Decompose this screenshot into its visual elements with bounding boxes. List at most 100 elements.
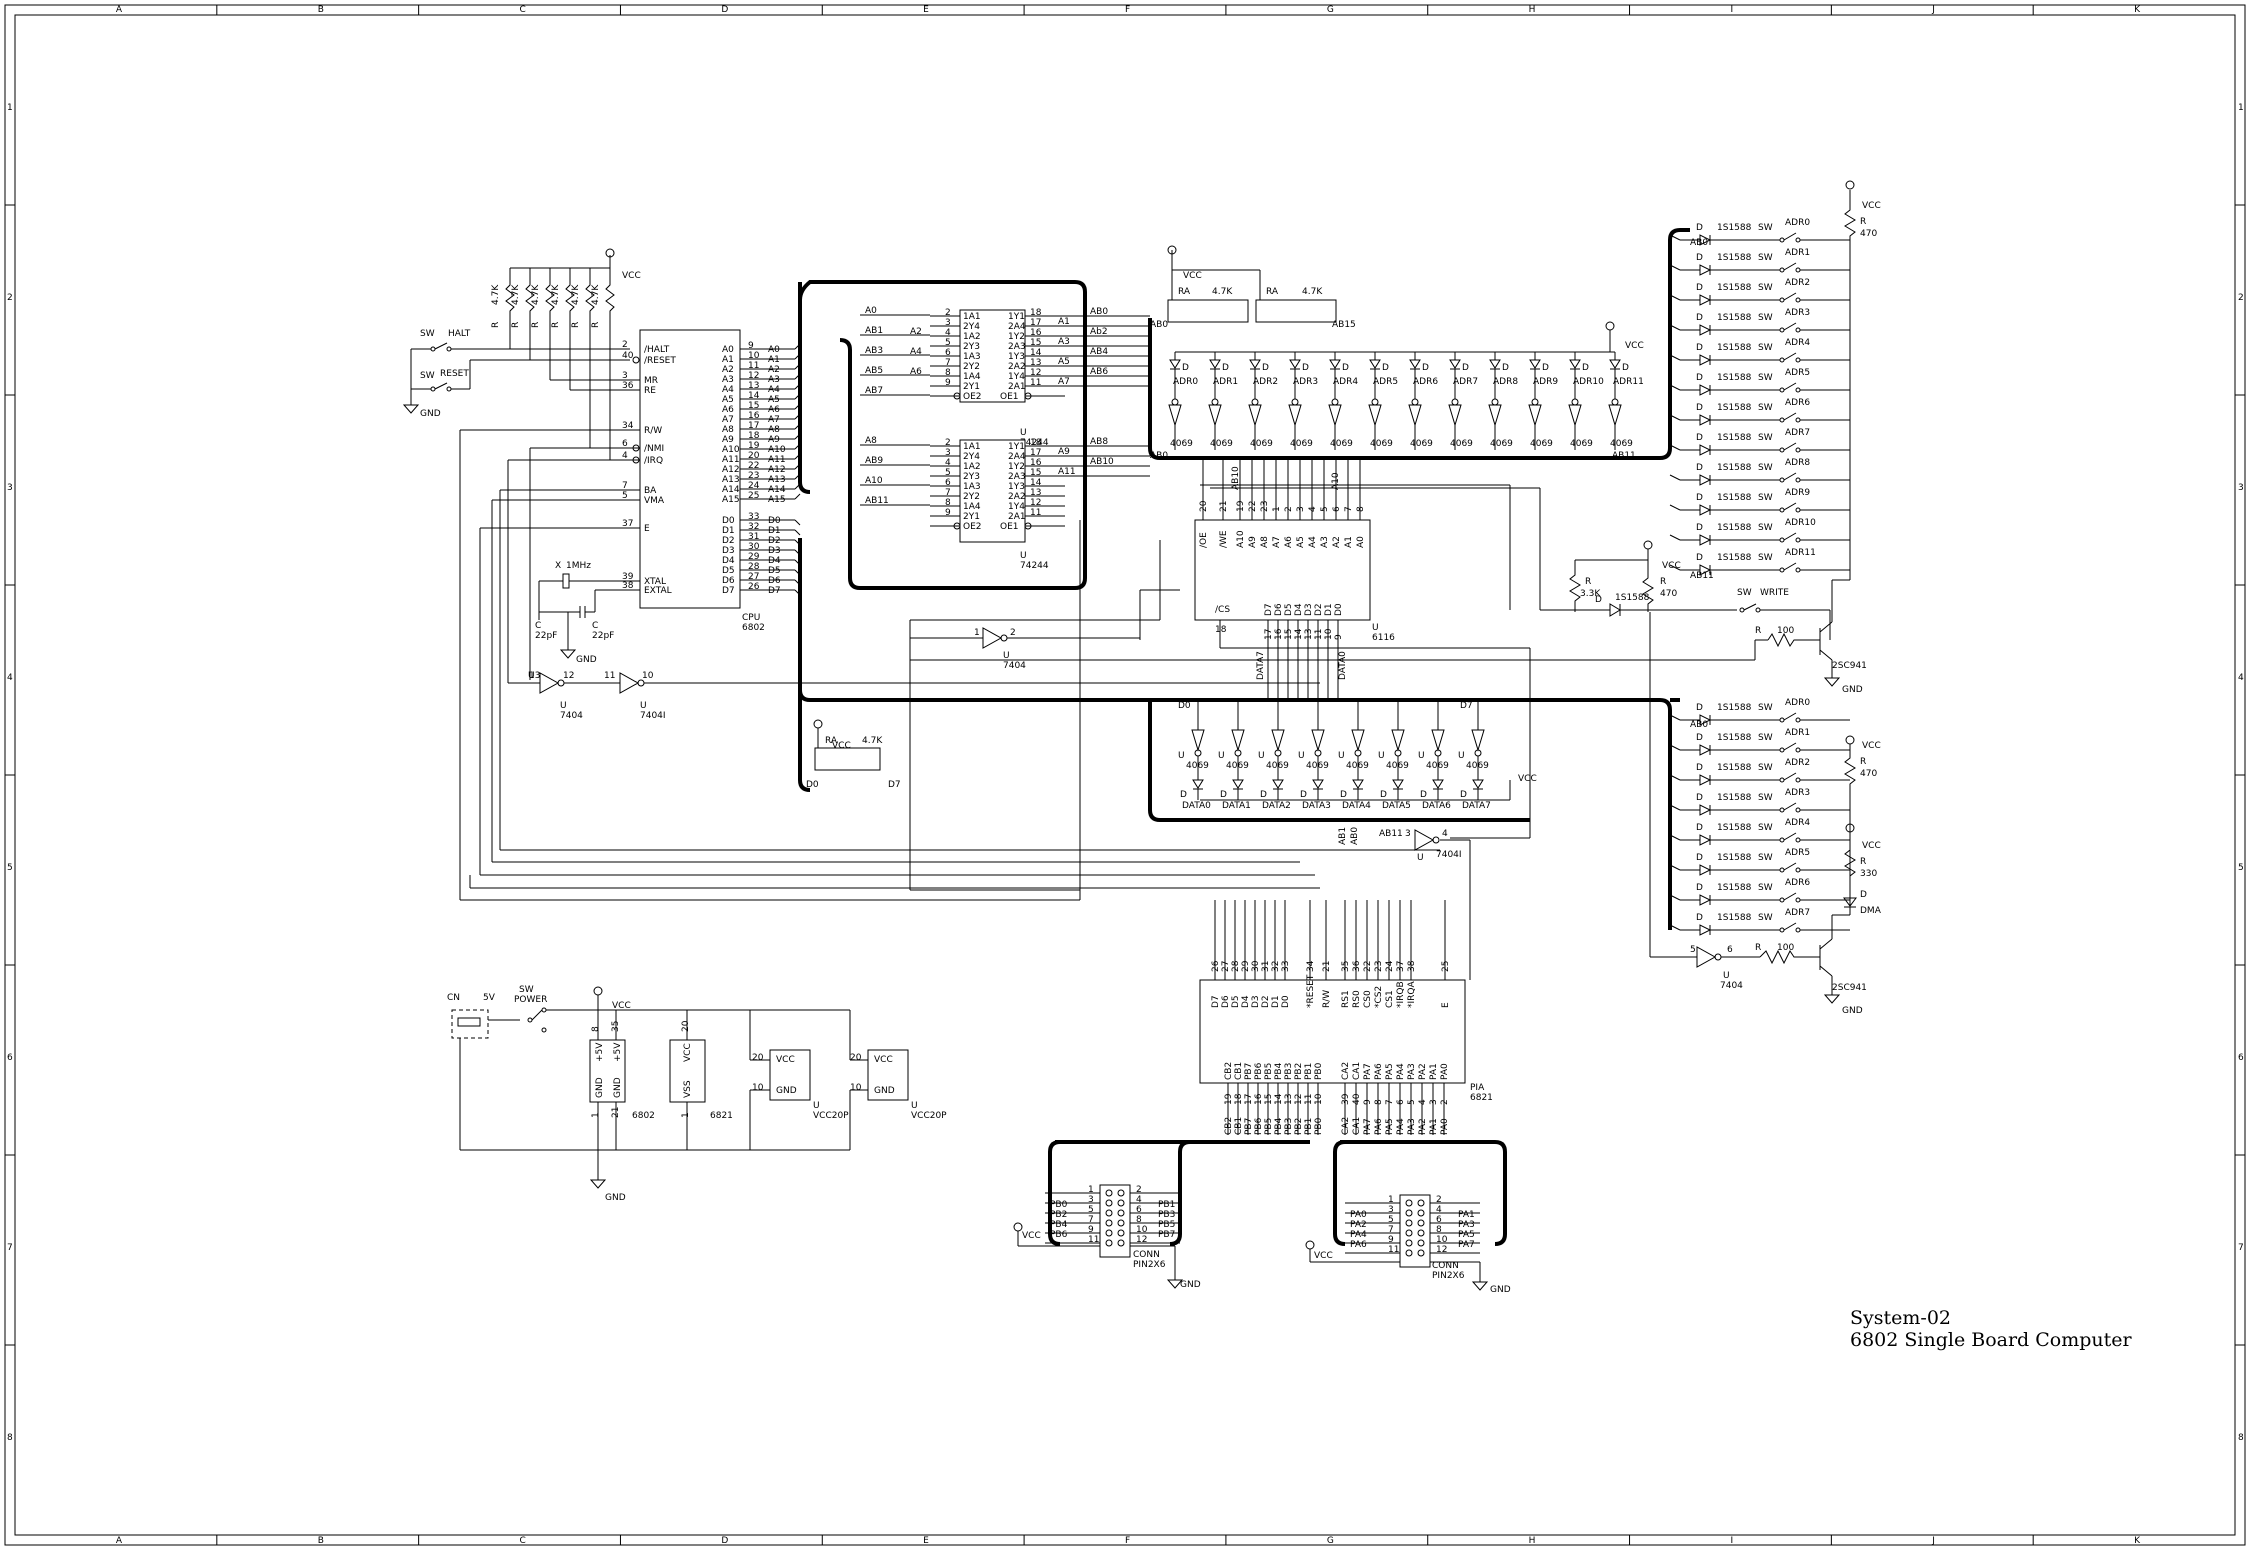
svg-text:RA: RA — [825, 736, 838, 746]
cpu-addr-pin: A1 — [722, 355, 734, 365]
inverter-part: 4069 — [1330, 439, 1353, 449]
buffer-oe1: OE1 — [1000, 522, 1019, 532]
ram-data-num: 14 — [1294, 628, 1304, 640]
inverter-u: U — [1218, 751, 1225, 761]
halt-switch[interactable] — [434, 342, 448, 350]
cpu-addr-num: 20 — [748, 451, 760, 461]
pia-pin-top: *IRQB — [1396, 981, 1406, 1008]
pia-pin-num: 39 — [1341, 1093, 1351, 1105]
power-switch[interactable] — [531, 1009, 543, 1021]
zone-row-left: 2 — [7, 293, 13, 303]
switch-label: ADR7 — [1785, 428, 1810, 438]
address-led-row: DADR04069DADR14069DADR24069DADR34069DADR… — [1168, 352, 1644, 450]
address-switch[interactable] — [1783, 502, 1797, 511]
zone-row-right: 1 — [2238, 103, 2244, 113]
connector-num: 5 — [1388, 1215, 1394, 1225]
address-switch[interactable] — [1783, 472, 1797, 481]
connector-num: 4 — [1436, 1205, 1442, 1215]
address-switch[interactable] — [1783, 742, 1797, 751]
address-switch[interactable] — [1783, 922, 1797, 931]
ram-data-pin: D5 — [1284, 603, 1294, 616]
diode-part: 1S1588 — [1717, 553, 1752, 563]
buffer-pin-in: 1A3 — [963, 482, 981, 492]
ram-pin-num: 6 — [1332, 506, 1342, 512]
buffer-pin-num: 8 — [945, 498, 951, 508]
address-switch[interactable] — [1783, 772, 1797, 781]
reset-switch[interactable] — [434, 382, 448, 390]
led-ref: D — [1220, 790, 1227, 800]
zone-col-top: A — [116, 5, 123, 15]
buffer-pin-in: 1A1 — [963, 442, 981, 452]
switch-diode — [1699, 744, 1712, 756]
buffer-pin-in: 1A3 — [963, 352, 981, 362]
cpu-addr-pin: A3 — [722, 375, 734, 385]
address-switch[interactable] — [1783, 262, 1797, 271]
address-led — [1489, 359, 1501, 369]
address-switch[interactable] — [1783, 412, 1797, 421]
svg-text:470: 470 — [1660, 589, 1677, 599]
cpu-left-pins: /HALT2/RESET40MR3RE36R/W34/NMI6/IRQ4BA7V… — [622, 340, 676, 596]
address-switch[interactable] — [1783, 322, 1797, 331]
write-switch[interactable] — [1743, 603, 1757, 611]
diode-ref: D — [1696, 883, 1703, 893]
led-ref: D — [1300, 790, 1307, 800]
svg-text:U: U — [528, 671, 535, 681]
led-ref: D — [1622, 363, 1629, 373]
cpu-data-net: D0 — [768, 516, 781, 526]
address-switch[interactable] — [1783, 562, 1797, 571]
cpu-addr-num: 12 — [748, 371, 759, 381]
connector-net-left: PB0 — [1050, 1200, 1068, 1210]
pia-pin-num: 29 — [1241, 960, 1251, 972]
inverter-4069 — [1488, 404, 1502, 427]
address-led-label: ADR5 — [1373, 377, 1398, 387]
pia-pin-num: 25 — [1441, 961, 1451, 972]
cpu-pin-number: 2 — [622, 340, 628, 350]
connector-net-right: PB3 — [1158, 1210, 1175, 1220]
cpu-data-num: 29 — [748, 552, 760, 562]
data-led-label: DATA7 — [1462, 801, 1491, 811]
buffer-in-side: A2 — [910, 327, 922, 337]
address-switch[interactable] — [1783, 532, 1797, 541]
cpu-pin-name: R/W — [644, 426, 662, 436]
pia-port-net: PB1 — [1304, 1118, 1314, 1135]
inverter-4069 — [1608, 404, 1622, 427]
pwr-vcc20p-1 — [769, 1049, 811, 1101]
switch-diode — [1699, 384, 1712, 396]
address-switch[interactable] — [1783, 352, 1797, 361]
address-switch[interactable] — [1783, 232, 1797, 241]
address-switch[interactable] — [1783, 442, 1797, 451]
pia-pin-num: 16 — [1254, 1093, 1264, 1105]
pullup-resistor — [585, 268, 595, 320]
address-switch[interactable] — [1783, 712, 1797, 721]
buffer-oe2: OE2 — [963, 392, 982, 402]
svg-text:VCC: VCC — [1314, 1251, 1333, 1261]
pia-port-net: PB5 — [1264, 1118, 1274, 1135]
cpu-pin-name: EXTAL — [644, 586, 672, 596]
switch-label: ADR5 — [1785, 368, 1810, 378]
pia-port-net: PA1 — [1429, 1118, 1439, 1135]
buffer-pin-out: 2A2 — [1008, 492, 1026, 502]
address-switch[interactable] — [1783, 292, 1797, 301]
cpu-addr-pin: A4 — [722, 385, 734, 395]
address-switch[interactable] — [1783, 802, 1797, 811]
connector-pin — [1117, 1219, 1125, 1227]
buffer-pin-num: 14 — [1030, 348, 1042, 358]
diode-ref: D — [1696, 703, 1703, 713]
cpu-data-net: D1 — [768, 526, 781, 536]
address-switch[interactable] — [1783, 382, 1797, 391]
pia-pin-top: D5 — [1231, 995, 1241, 1008]
diode-ref: D — [1696, 733, 1703, 743]
address-switch[interactable] — [1783, 862, 1797, 871]
ram-pin-top: A9 — [1248, 536, 1258, 548]
diode-ref: D — [1696, 463, 1703, 473]
crystal-circuit: X 1MHz C 22pF C 22pF GND — [535, 561, 640, 665]
connector-pin — [1405, 1239, 1413, 1247]
address-switch[interactable] — [1783, 832, 1797, 841]
pullup-resistor — [605, 268, 615, 320]
conn-pb-body — [1099, 1184, 1131, 1258]
switch-diode — [1699, 444, 1712, 456]
cpu-addr-net: A5 — [768, 395, 780, 405]
address-switch[interactable] — [1783, 892, 1797, 901]
connector-num: 6 — [1136, 1205, 1142, 1215]
